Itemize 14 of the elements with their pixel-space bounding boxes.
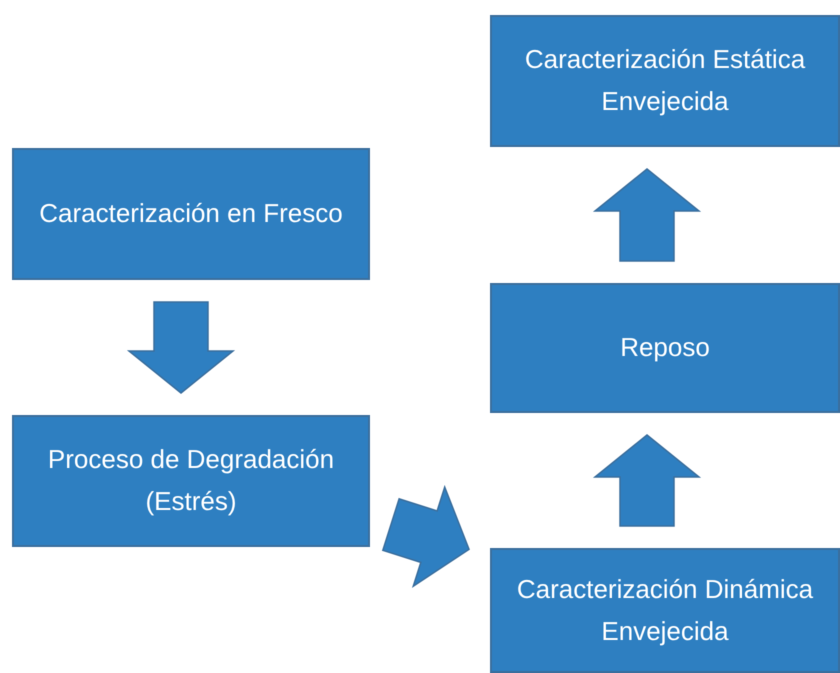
box-label: Reposo <box>620 331 710 364</box>
block-arrow <box>592 168 702 262</box>
box-label: Caracterización Dinámica Envejecida <box>516 572 814 648</box>
process-box <box>12 148 370 280</box>
block-arrow <box>592 434 702 527</box>
process-box <box>12 415 370 547</box>
box-label: Caracterización Estática Envejecida <box>524 43 806 118</box>
block-arrow <box>126 301 236 394</box>
process-box <box>490 15 840 147</box>
process-box <box>490 548 840 673</box>
box-label: Caracterización en Fresco <box>39 197 343 230</box>
process-box <box>490 283 840 413</box>
box-label: Proceso de Degradación (Estrés) <box>46 443 336 518</box>
block-arrow <box>382 484 470 588</box>
